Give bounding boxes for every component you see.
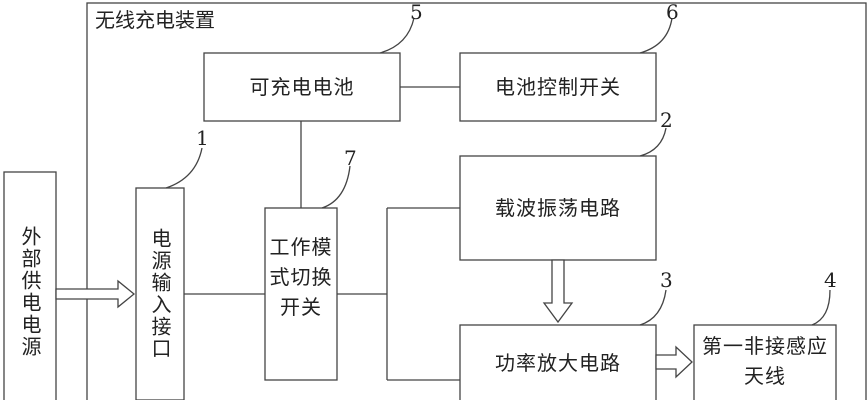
antenna-box [693,324,837,400]
power-input-label: 电源输入接口 [148,228,172,360]
arrow-amp-to-antenna [655,345,693,379]
external-power-box [3,171,57,400]
ref-5: 5 [410,0,423,24]
leader-3 [639,289,667,326]
ref-2: 2 [660,108,673,132]
battery-label: 可充电电池 [249,75,355,99]
ref-7: 7 [344,146,357,170]
ref-3: 3 [660,268,673,292]
ref-1: 1 [196,126,209,150]
arrow-osc-to-amp [542,259,574,324]
leader-6 [639,17,673,54]
antenna-label: 第一非接感应天线 [702,334,828,388]
leader-7 [321,165,351,209]
leader-4 [811,289,831,326]
leader-5 [379,17,415,54]
device-frame [86,2,867,400]
leader-2 [639,127,667,157]
leader-1 [165,147,203,189]
arrow-external-to-input [55,279,136,309]
battery-switch-label: 电池控制开关 [495,75,621,99]
external-power-label: 外部供电电源 [18,226,42,358]
device-title: 无线充电装置 [95,8,215,32]
ref-4: 4 [824,268,837,292]
oscillator-label: 载波振荡电路 [495,196,621,220]
power-amp-label: 功率放大电路 [495,350,621,375]
mode-switch-label: 工作模式切换开关 [269,235,333,319]
ref-6: 6 [666,0,679,24]
